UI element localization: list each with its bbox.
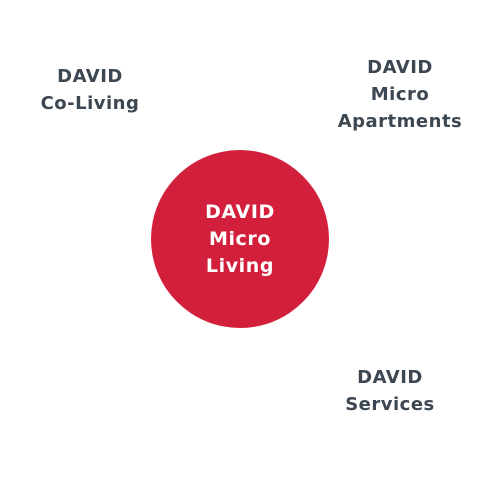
satellite-services: DAVID Services: [320, 364, 460, 418]
satellite-co-living: DAVID Co-Living: [20, 63, 160, 117]
services-label-line-1: DAVID: [357, 367, 423, 388]
co-living-label-line-2: Co-Living: [40, 93, 140, 114]
services-label-line-2: Services: [345, 394, 435, 415]
center-label-line-3: Living: [205, 254, 275, 277]
co-living-label-line-1: DAVID: [57, 66, 123, 87]
apartments-label-line-3: Apartments: [337, 111, 463, 132]
center-label-line-1: DAVID: [205, 200, 275, 223]
apartments-label-line-1: DAVID: [367, 57, 433, 78]
apartments-label-line-2: Micro: [370, 84, 430, 105]
center-label-line-2: Micro: [208, 227, 272, 250]
center-circle-micro-living: DAVID Micro Living: [151, 150, 329, 328]
satellite-micro-apartments: DAVID Micro Apartments: [325, 54, 475, 135]
